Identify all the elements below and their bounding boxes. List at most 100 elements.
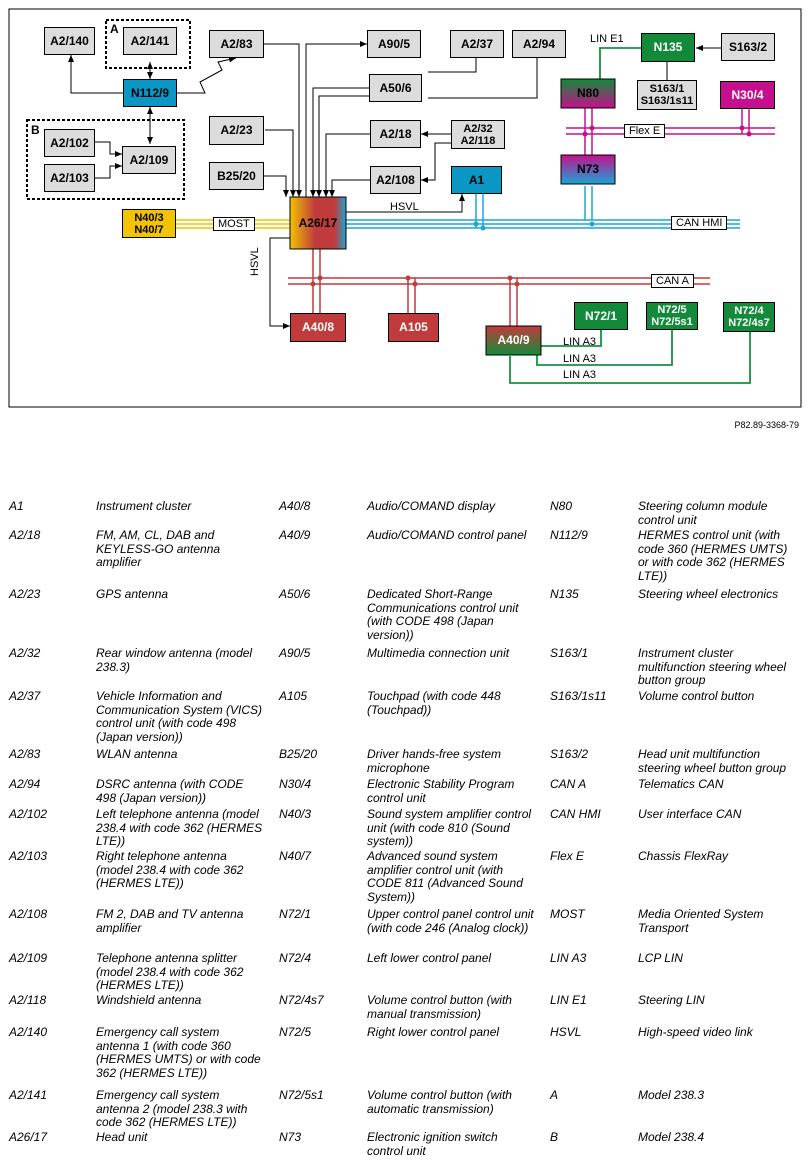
legend-description: GPS antenna <box>96 587 169 601</box>
legend-description: Head unit <box>96 1130 148 1144</box>
legend-description: HERMES control unit (with code 360 (HERM… <box>638 528 788 583</box>
label-hsvl-top: HSVL <box>390 201 419 213</box>
label-can-hmi: CAN HMI <box>671 216 728 230</box>
legend-description: Right lower control panel <box>367 1025 500 1039</box>
legend-code: A2/23 <box>9 587 41 601</box>
node-a105: A105 <box>388 313 439 342</box>
legend-description: FM 2, DAB and TV antenna amplifier <box>96 907 244 935</box>
legend-description: Steering column module control unit <box>638 499 768 527</box>
legend-code: N72/4s7 <box>279 993 324 1007</box>
legend-code: B25/20 <box>279 747 318 761</box>
legend-description: Dedicated Short-Range Communications con… <box>367 587 519 642</box>
legend-code: N80 <box>550 499 573 513</box>
label-lin-a3-1: LIN A3 <box>563 336 597 348</box>
legend-description: User interface CAN <box>638 807 742 821</box>
legend-code: N135 <box>550 587 579 601</box>
legend-code: A2/140 <box>9 1025 48 1039</box>
legend-description: Telephone antenna splitter (model 238.4 … <box>96 951 244 992</box>
legend-code: A2/109 <box>9 951 48 965</box>
legend-description: Electronic ignition switch control unit <box>367 1130 498 1158</box>
legend-code: N72/1 <box>279 907 312 921</box>
legend-description: FM, AM, CL, DAB and KEYLESS-GO antenna a… <box>96 528 221 569</box>
legend-description: Volume control button (with automatic tr… <box>367 1088 512 1116</box>
legend-description: Rear window antenna (model 238.3) <box>96 646 253 674</box>
legend-code: A2/83 <box>9 747 41 761</box>
legend-code: A2/37 <box>9 689 41 703</box>
node-a2-83: A2/83 <box>209 30 264 58</box>
legend-code: A1 <box>9 499 24 513</box>
legend-description: Left lower control panel <box>367 951 492 965</box>
legend-description: Advanced sound system amplifier control … <box>367 849 523 904</box>
legend-code: A26/17 <box>9 1130 48 1144</box>
legend-code: N73 <box>279 1130 302 1144</box>
node-s163-2: S163/2 <box>721 33 775 61</box>
legend-description: Windshield antenna <box>96 993 202 1007</box>
label-most: MOST <box>213 217 255 231</box>
legend-code: A2/32 <box>9 646 41 660</box>
legend-description: Volume control button (with manual trans… <box>367 993 512 1021</box>
legend-description: Multimedia connection unit <box>367 646 510 660</box>
node-a2-140: A2/140 <box>44 27 95 55</box>
legend-code: Flex E <box>550 849 585 863</box>
legend-code: A105 <box>279 689 308 703</box>
node-a90-5: A90/5 <box>367 30 421 58</box>
label-hsvl-side: HSVL <box>249 247 261 276</box>
legend-code: A2/141 <box>9 1088 48 1102</box>
node-a2-103: A2/103 <box>44 164 95 192</box>
legend-code: A40/9 <box>279 528 311 542</box>
legend-code: N72/5s1 <box>279 1088 324 1102</box>
legend-code: CAN A <box>550 777 587 791</box>
node-a50-6: A50/6 <box>369 74 422 102</box>
legend-description: Left telephone antenna (model 238.4 with… <box>96 807 263 848</box>
node-a40-8: A40/8 <box>290 313 346 342</box>
legend-code: N30/4 <box>279 777 312 791</box>
label-flex-e: Flex E <box>624 124 666 138</box>
legend-description: LCP LIN <box>638 951 683 965</box>
legend-code: N40/3 <box>279 807 312 821</box>
node-s163-1: S163/1 S163/1s11 <box>637 80 697 110</box>
legend-description: DSRC antenna (with CODE 498 (Japan versi… <box>96 777 244 805</box>
group-b-label: B <box>31 123 40 137</box>
node-n30-4: N30/4 <box>720 81 775 109</box>
legend-description: Chassis FlexRay <box>638 849 729 863</box>
legend-description: Emergency call system antenna 2 (model 2… <box>96 1088 248 1129</box>
legend-description: Media Oriented System Transport <box>638 907 764 935</box>
legend-description: Electronic Stability Program control uni… <box>367 777 515 805</box>
legend-code: N40/7 <box>279 849 312 863</box>
legend-code: LIN E1 <box>550 993 587 1007</box>
legend-code: A <box>550 1088 559 1102</box>
legend-code: MOST <box>550 907 585 921</box>
node-n135: N135 <box>641 33 695 62</box>
label-lin-e1: LIN E1 <box>590 33 624 45</box>
node-a2-32: A2/32 A2/118 <box>451 120 505 149</box>
legend-code: N72/5 <box>279 1025 312 1039</box>
legend-code: A40/8 <box>279 499 311 513</box>
legend-description: Head unit multifunction steering wheel b… <box>638 747 787 775</box>
node-n40: N40/3 N40/7 <box>122 209 176 238</box>
node-a2-102: A2/102 <box>44 129 95 157</box>
node-n80: N80 <box>576 86 599 100</box>
diagram-wiring <box>8 8 802 408</box>
node-a2-109: A2/109 <box>122 146 176 174</box>
legend-code: HSVL <box>550 1025 582 1039</box>
node-n72-4: N72/4 N72/4s7 <box>723 302 775 332</box>
node-a2-94: A2/94 <box>512 30 566 58</box>
legend-description: Emergency call system antenna 1 (with co… <box>96 1025 261 1080</box>
label-lin-a3-2: LIN A3 <box>563 353 597 365</box>
legend-description: Vehicle Information and Communication Sy… <box>96 689 263 744</box>
legend-code: A50/6 <box>279 587 311 601</box>
legend-description: Steering LIN <box>638 993 705 1007</box>
node-a2-108: A2/108 <box>370 166 421 194</box>
legend-description: Sound system amplifier control unit (wit… <box>367 807 532 848</box>
legend-description: Driver hands-free system microphone <box>367 747 502 775</box>
node-a2-23: A2/23 <box>209 116 264 145</box>
legend-code: A2/94 <box>9 777 41 791</box>
legend-description: WLAN antenna <box>96 747 178 761</box>
legend-code: LIN A3 <box>550 951 587 965</box>
node-n112-9: N112/9 <box>123 79 177 107</box>
node-n72-1: N72/1 <box>574 302 628 330</box>
node-a2-18: A2/18 <box>370 120 421 148</box>
node-a2-37: A2/37 <box>450 30 504 58</box>
legend-description: Touchpad (with code 448 (Touchpad)) <box>367 689 501 717</box>
legend-code: A90/5 <box>279 646 311 660</box>
